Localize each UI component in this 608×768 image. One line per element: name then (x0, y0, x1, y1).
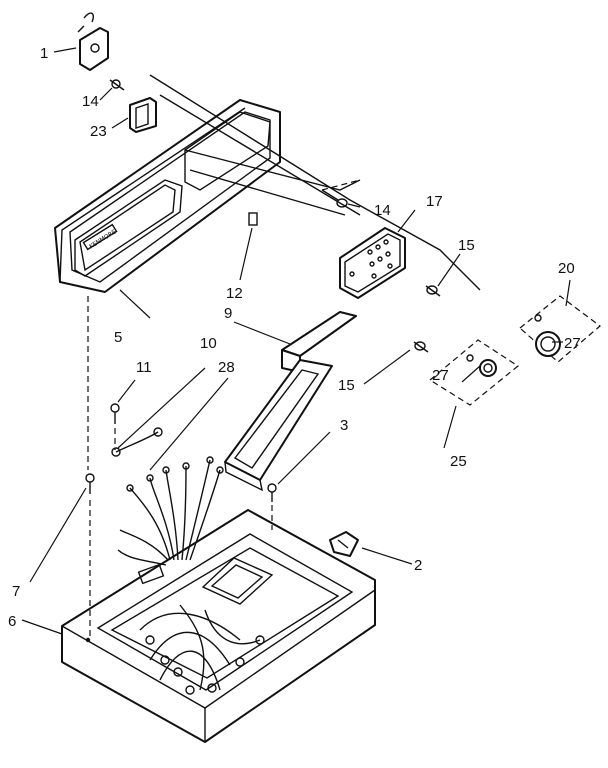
leader-lines (21, 47, 571, 635)
knob-assembly-part-25 (428, 339, 520, 406)
callout-10: 10 (200, 335, 217, 352)
callout-11: 11 (136, 359, 152, 376)
screw-part-15-lower (413, 341, 429, 353)
callout-3: 3 (340, 417, 348, 434)
callout-27-left: 27 (432, 367, 449, 384)
screw-part-11 (110, 403, 120, 424)
callout-9: 9 (224, 305, 232, 322)
clip-part-2 (329, 531, 359, 557)
callout-23: 23 (90, 123, 107, 140)
callout-2: 2 (414, 557, 422, 574)
top-panel-part-6 (61, 509, 376, 743)
callout-17: 17 (426, 193, 443, 210)
callout-labels: 1 14 23 14 17 15 20 27 12 5 9 10 28 11 3… (8, 45, 581, 630)
bracket-part-23 (129, 97, 157, 133)
lint-filter-part-9 (224, 311, 357, 492)
callout-5: 5 (114, 329, 122, 346)
callout-14-right: 14 (374, 202, 391, 219)
wire-harness-part-28 (117, 456, 224, 585)
knob-assembly-part-20 (519, 295, 601, 363)
callout-15-lower: 15 (338, 377, 355, 394)
screw-part-14-right (321, 179, 361, 208)
clip-part-10 (111, 427, 163, 457)
screw-part-7 (85, 473, 95, 494)
control-bracket-part-17 (339, 227, 406, 299)
callout-15-upper: 15 (458, 237, 475, 254)
timer-part-1 (77, 12, 109, 71)
callout-12: 12 (226, 285, 243, 302)
callout-27-right: 27 (564, 335, 581, 352)
screw-part-3 (267, 483, 277, 530)
callout-28: 28 (218, 359, 235, 376)
callout-7: 7 (12, 583, 20, 600)
screw-part-15-upper (425, 285, 441, 297)
callout-6: 6 (8, 613, 16, 630)
console-bracket (149, 74, 481, 291)
callout-1: 1 (40, 45, 48, 62)
console-panel-part-5: KENMORE (54, 99, 281, 293)
callout-25: 25 (450, 453, 467, 470)
callout-14-upper: 14 (82, 93, 99, 110)
screw-part-12 (248, 212, 258, 226)
callout-20: 20 (558, 260, 575, 277)
screw-part-14-upper (109, 79, 125, 91)
